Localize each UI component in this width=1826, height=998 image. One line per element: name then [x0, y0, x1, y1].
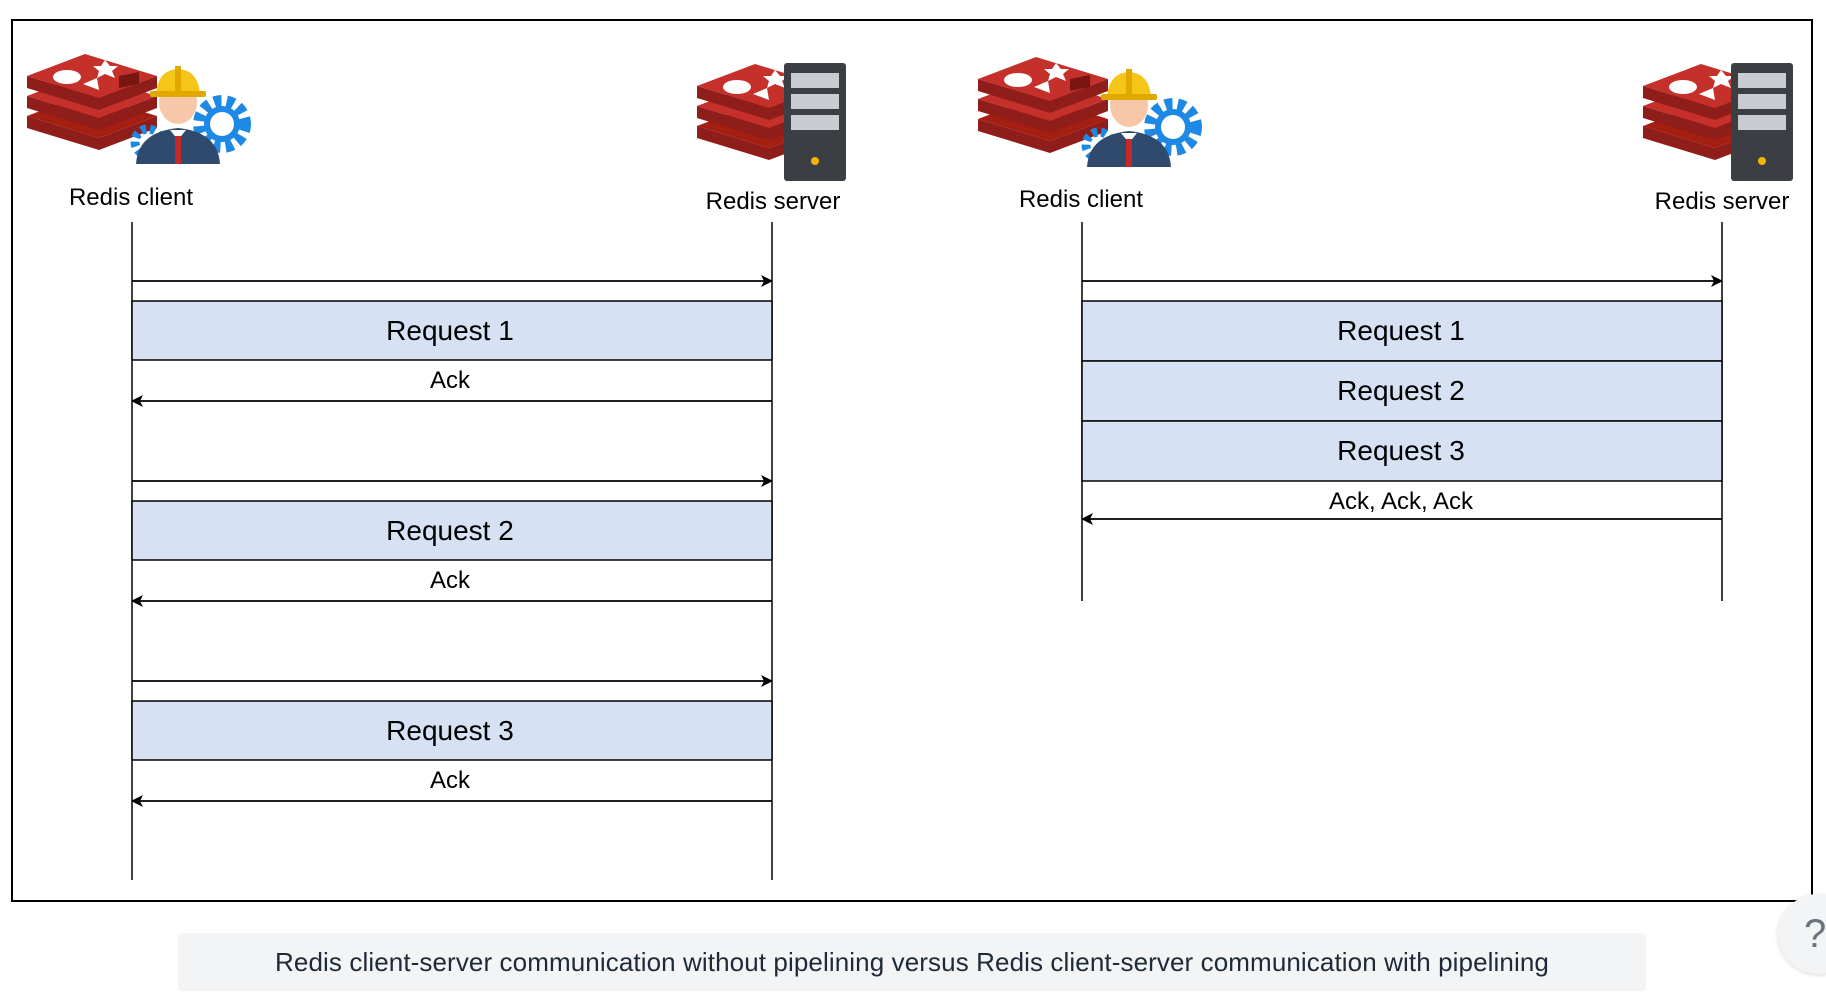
right-redis-client-icon: [978, 57, 1195, 167]
right-request-label-1: Request 1: [1337, 315, 1465, 346]
right-redis-server-icon: [1643, 63, 1793, 181]
right-request-box-1: [1081, 300, 1723, 362]
right-request-label-3: Request 3: [1337, 435, 1465, 466]
right-panel: Redis client Redis server Request 1 Requ…: [978, 57, 1793, 601]
right-client-label: Redis client: [1019, 186, 1143, 213]
right-ack-label: Ack, Ack, Ack: [1329, 488, 1474, 515]
left-redis-server-icon: [697, 63, 846, 181]
figure-caption: Redis client-server communication withou…: [178, 933, 1646, 991]
diagram-frame: [11, 19, 1813, 902]
right-request-label-2: Request 2: [1337, 375, 1465, 406]
left-panel: Redis client Redis server Request 1 Ack …: [27, 54, 846, 880]
right-request-box-3: [1081, 420, 1723, 482]
left-request-label-2: Request 2: [386, 515, 514, 546]
left-ack-label-3: Ack: [430, 767, 471, 794]
right-request-box-2: [1081, 360, 1723, 422]
question-mark-icon: ?: [1804, 911, 1826, 956]
left-request-label-1: Request 1: [386, 315, 514, 346]
left-request-box-1: [131, 300, 773, 361]
left-ack-label-1: Ack: [430, 367, 471, 394]
left-redis-client-icon: [27, 54, 244, 164]
left-ack-label-2: Ack: [430, 567, 471, 594]
right-server-label: Redis server: [1655, 188, 1790, 215]
left-server-label: Redis server: [706, 188, 841, 215]
left-request-box-3: [131, 700, 773, 761]
left-request-box-2: [131, 500, 773, 561]
left-client-label: Redis client: [69, 184, 193, 211]
left-request-label-3: Request 3: [386, 715, 514, 746]
